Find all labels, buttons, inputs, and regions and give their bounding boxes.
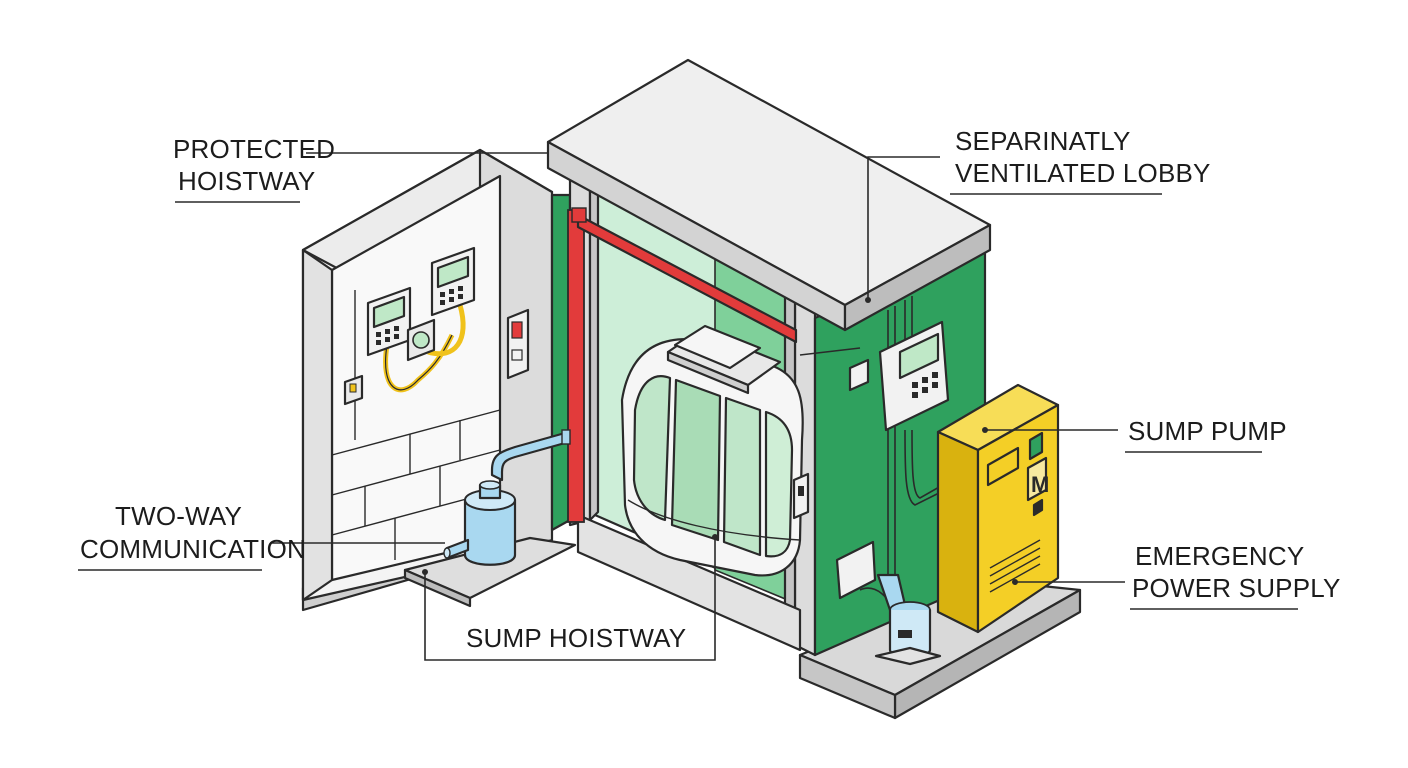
panel-a — [366, 286, 412, 357]
label-line: POWER SUPPLY — [1132, 573, 1341, 603]
panel-b — [430, 246, 476, 317]
label-line: COMMUNICATION — [80, 534, 306, 564]
label-sump-hoistway: SUMP HOISTWAY — [466, 623, 686, 653]
label-line: TWO-WAY — [115, 501, 242, 531]
leader-lines — [270, 148, 1125, 661]
call-button — [792, 472, 810, 520]
label-emergency-power: EMERGENCY POWER SUPPLY — [1130, 541, 1341, 610]
emergency-power-box: M — [936, 383, 1060, 634]
label-line: SUMP HOISTWAY — [466, 623, 686, 653]
label-line: SUMP PUMP — [1128, 416, 1287, 446]
elevator-car — [620, 324, 804, 577]
two-way-comm-unit — [443, 429, 571, 566]
label-line: PROTECTED — [173, 134, 335, 164]
panel-letter: M — [1031, 472, 1049, 497]
label-sump-pump: SUMP PUMP — [1125, 416, 1287, 453]
label-line: HOISTWAY — [178, 166, 315, 196]
label-line: EMERGENCY — [1135, 541, 1304, 571]
label-line: VENTILATED LOBBY — [955, 158, 1211, 188]
label-two-way: TWO-WAY COMMUNICATION — [78, 501, 306, 571]
sump-pump-unit — [859, 573, 942, 666]
label-lobby: SEPARINATLY VENTILATED LOBBY — [950, 126, 1211, 195]
label-protected-hoistway: PROTECTED HOISTWAY — [173, 134, 335, 203]
lobby-equipment — [799, 296, 956, 600]
gauge-icon — [406, 318, 436, 362]
alarm-box — [506, 308, 530, 380]
wall-control-panels — [343, 246, 476, 406]
label-line: SEPARINATLY — [955, 126, 1131, 156]
